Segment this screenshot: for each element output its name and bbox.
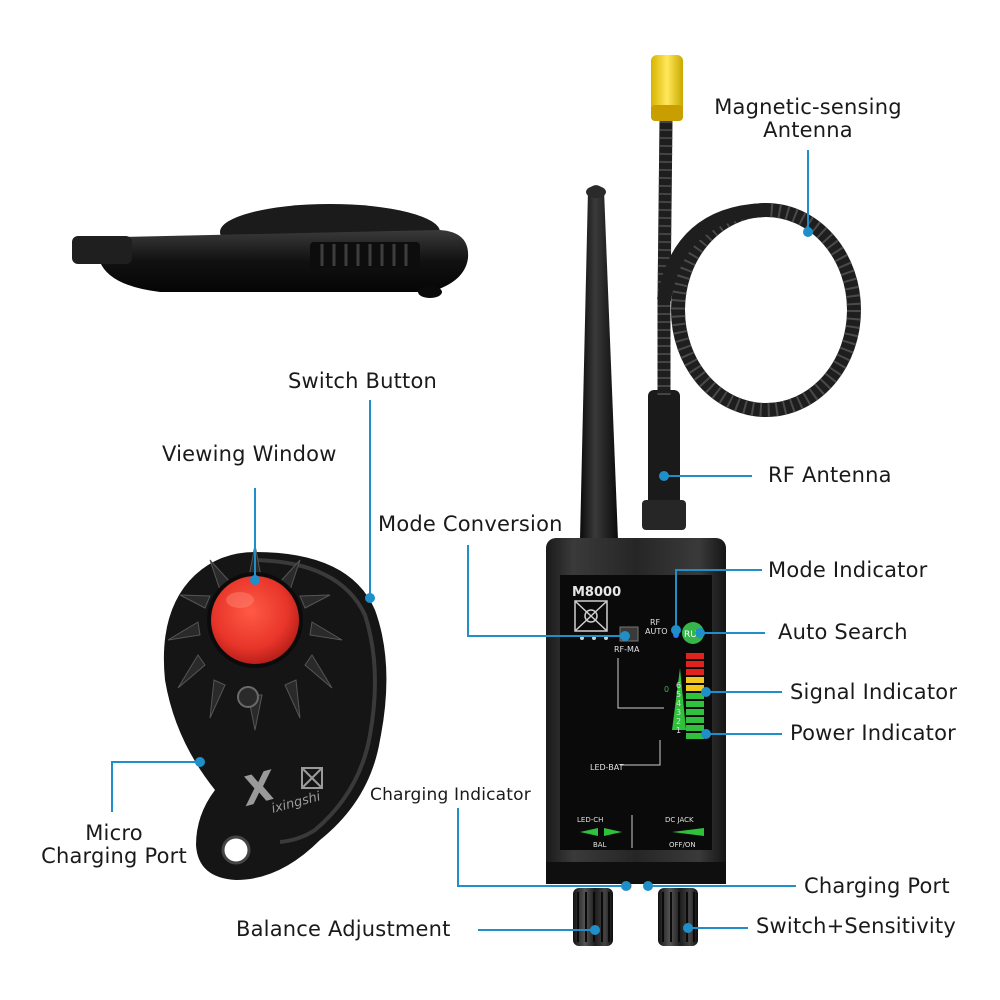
switch-sensitivity-knob bbox=[658, 888, 698, 946]
label-switch-sensitivity: Switch+Sensitivity bbox=[756, 914, 956, 938]
switch-button bbox=[237, 686, 259, 708]
lens-detector: X ixingshi bbox=[163, 544, 387, 880]
label-rf-antenna: RF Antenna bbox=[768, 463, 892, 487]
magnetic-antenna-tip bbox=[651, 55, 683, 121]
signal-led-bar bbox=[686, 653, 704, 739]
label-mode-indicator: Mode Indicator bbox=[768, 558, 928, 582]
zero-label: 0 bbox=[664, 685, 669, 694]
bal-label: BAL bbox=[593, 841, 607, 849]
led-ch-label: LED-CH bbox=[577, 816, 603, 824]
svg-text:1: 1 bbox=[676, 726, 681, 735]
svg-text:6: 6 bbox=[676, 681, 681, 690]
label-mode-conversion: Mode Conversion bbox=[378, 512, 563, 536]
led-bat-label: LED-BAT bbox=[590, 763, 624, 772]
off-on-label: OFF/ON bbox=[669, 841, 696, 849]
auto-label: AUTO bbox=[645, 627, 668, 636]
viewing-window-lens bbox=[211, 576, 299, 664]
label-switch-button: Switch Button bbox=[288, 369, 438, 393]
label-magnetic-antenna-line2: Antenna bbox=[763, 118, 853, 142]
label-magnetic-antenna: Magnetic-sensing Antenna bbox=[708, 96, 908, 142]
label-micro-charging-port: Micro Charging Port bbox=[30, 822, 198, 868]
label-power-indicator: Power Indicator bbox=[790, 721, 956, 745]
svg-text:2: 2 bbox=[676, 717, 681, 726]
balance-knob bbox=[573, 888, 613, 946]
label-charging-port: Charging Port bbox=[804, 874, 950, 898]
label-micro-charging-port-line1: Micro bbox=[85, 821, 143, 845]
label-signal-indicator: Signal Indicator bbox=[790, 680, 958, 704]
label-auto-search: Auto Search bbox=[778, 620, 908, 644]
rf-ma-label: RF-MA bbox=[614, 645, 640, 654]
rf-label: RF bbox=[650, 618, 661, 627]
label-viewing-window: Viewing Window bbox=[162, 442, 337, 466]
cap-side-view bbox=[72, 204, 469, 298]
scale-numbers: 6 5 4 3 2 1 bbox=[676, 681, 681, 735]
brand-logo-icon bbox=[301, 767, 323, 789]
device-model: M8000 bbox=[572, 585, 621, 600]
label-charging-indicator: Charging Indicator bbox=[370, 785, 531, 805]
label-balance-adjustment: Balance Adjustment bbox=[236, 917, 451, 941]
svg-text:5: 5 bbox=[676, 690, 681, 699]
rf-detector: M8000 RF AUTO RUN RF-MA 0 6 5 4 3 bbox=[546, 55, 861, 946]
label-micro-charging-port-line2: Charging Port bbox=[41, 844, 187, 868]
device-logo-icon bbox=[574, 600, 608, 632]
auto-search-button bbox=[682, 622, 704, 644]
run-label: RUN bbox=[684, 630, 704, 640]
label-magnetic-antenna-line1: Magnetic-sensing bbox=[714, 95, 902, 119]
svg-text:4: 4 bbox=[676, 699, 681, 708]
charging-indicator-led bbox=[580, 828, 598, 836]
callout-lines bbox=[111, 150, 813, 935]
svg-text:3: 3 bbox=[676, 708, 681, 717]
dc-jack-label: DC JACK bbox=[665, 816, 694, 824]
lens-sunburst bbox=[167, 544, 343, 731]
